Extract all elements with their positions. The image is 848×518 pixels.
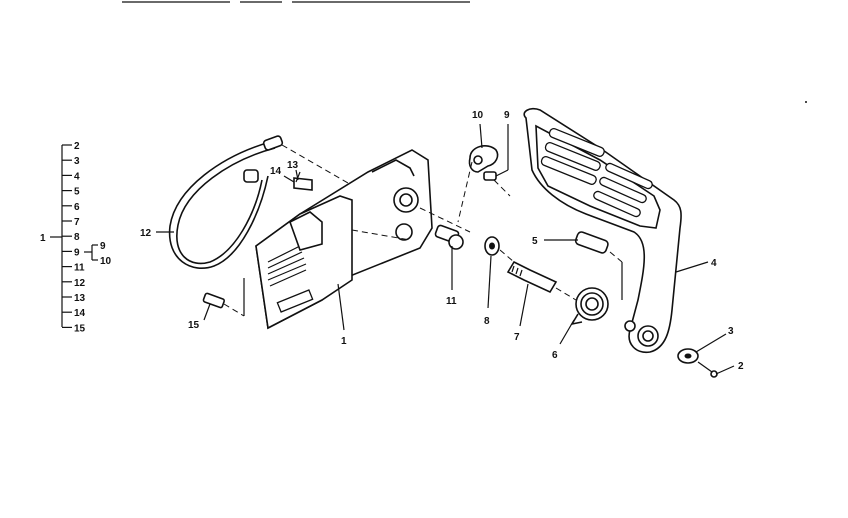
callout-2: 2	[738, 361, 744, 372]
tree-item-label: 13	[74, 293, 86, 304]
tree-item-label: 7	[74, 217, 80, 228]
tree-sub-label-9: 9	[100, 241, 106, 252]
tree-sub-label-10: 10	[100, 256, 112, 267]
cover-vent-grille	[267, 245, 307, 287]
tree-item-label: 2	[74, 141, 80, 152]
callout-7: 7	[514, 332, 520, 343]
guard-slots	[540, 127, 653, 218]
tree-item-label: 8	[74, 232, 80, 243]
coil-spring	[555, 287, 609, 326]
tree-item-label: 9	[74, 247, 80, 258]
sleeve-5	[574, 231, 623, 300]
tree-item-label: 14	[74, 308, 86, 319]
tree-item-label: 11	[74, 263, 85, 274]
screw-2	[697, 361, 718, 378]
hand-guard	[523, 107, 682, 354]
callout-4: 4	[711, 258, 717, 269]
tree-item-label: 4	[74, 171, 80, 182]
tree-item-label: 15	[74, 323, 86, 334]
callout-10: 10	[472, 110, 484, 121]
tree-item-label: 12	[74, 278, 86, 289]
callout-8: 8	[484, 316, 490, 327]
tree-item-label: 6	[74, 202, 80, 213]
callouts: 1 2 3 4 5 6 7 8 9 10 11 12	[140, 110, 744, 375]
callout-15: 15	[188, 320, 200, 331]
callout-13: 13	[287, 160, 299, 171]
callout-14: 14	[270, 166, 282, 177]
speck	[805, 101, 807, 103]
callout-5: 5	[532, 236, 538, 247]
callout-3: 3	[728, 326, 734, 337]
band-clip	[293, 171, 313, 191]
sprocket-cover	[255, 149, 433, 330]
washer-3	[677, 348, 699, 364]
callout-12: 12	[140, 228, 152, 239]
pivot-pin	[419, 207, 471, 250]
threaded-stud	[499, 249, 558, 294]
screw-15	[202, 278, 245, 317]
tree-item-label: 5	[74, 187, 80, 198]
parts-tree: 1 2 3 4 5 6 7 8 9 11 12 13 14 15 9 10	[40, 141, 112, 334]
callout-9: 9	[504, 110, 510, 121]
tree-root-label: 1	[40, 233, 46, 244]
tree-item-label: 3	[74, 156, 80, 167]
brake-band	[168, 135, 396, 269]
washer-8	[484, 236, 500, 256]
latch-lever	[457, 145, 511, 223]
callout-6: 6	[552, 350, 558, 361]
callout-1: 1	[341, 336, 347, 347]
callout-11: 11	[446, 296, 457, 307]
